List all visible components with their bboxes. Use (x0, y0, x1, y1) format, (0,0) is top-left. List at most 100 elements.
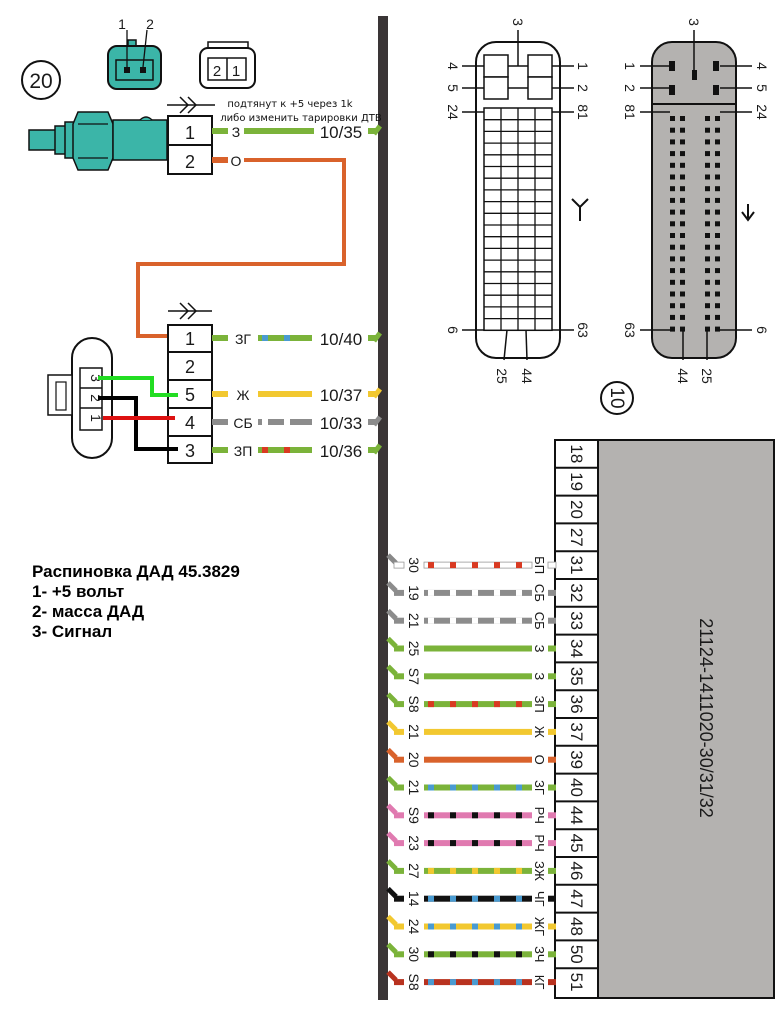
dad-pin-3: 3 (185, 441, 195, 461)
dad-pin4-color-code: СБ (233, 415, 252, 431)
pin-dot (715, 209, 720, 215)
left-view-label-top: 3 (510, 18, 526, 26)
wire-dad-pin3 (258, 447, 312, 453)
ecu-wire-44-splice: S9 (406, 807, 422, 824)
ecu-wire-bend (386, 831, 398, 843)
ecu-pin-37: 37 (567, 722, 586, 741)
wire-dad-pin5-stub (212, 391, 228, 397)
pin-dot (715, 268, 720, 274)
ecu-pin-34: 34 (567, 639, 586, 658)
ecu-wire-40-a (394, 784, 404, 791)
pin-dot (705, 326, 710, 332)
pin-dot (670, 256, 675, 262)
ecu-wire-35-a (394, 673, 404, 680)
sensor-20-pin-1: 1 (185, 123, 195, 143)
ecu-wire-31 (423, 561, 533, 569)
dad-pin1-color-code: ЗГ (235, 331, 251, 347)
ecu-wire-51-color-code: КГ (532, 975, 547, 990)
right-view-label-6: 6 (754, 326, 770, 334)
wire-dad-pin5-end (368, 391, 376, 397)
ecu-wire-45-a (394, 840, 404, 847)
sensor-20-group: 20 1 2 2 1 (21, 16, 382, 338)
wire-dad-pin4-stub (212, 419, 228, 425)
pin-dot (715, 279, 720, 285)
sensor-20-pin-2: 2 (185, 152, 195, 172)
ecu-body (597, 439, 775, 999)
pin-dot (670, 233, 675, 238)
ecu-wire-40-b (548, 784, 556, 791)
ecu-wire-36-splice: S8 (406, 696, 422, 713)
ecu-pin-47: 47 (567, 889, 586, 908)
sensor-20-pin2-color-code: О (231, 153, 242, 169)
ecu-wire-bend (386, 720, 398, 732)
sensor-20-plug-icon (107, 29, 162, 90)
dad-pin5-color-code: Ж (237, 387, 250, 403)
pin-dot (680, 162, 685, 168)
ecu-pin-36: 36 (567, 695, 586, 714)
ecu-wire-bend (386, 914, 398, 927)
pin-dot (715, 151, 720, 157)
pin-dot (680, 209, 685, 215)
pin-dot (670, 244, 675, 250)
ecu-wire-35-color-code: З (532, 672, 547, 680)
ecu-wire-46 (424, 867, 532, 874)
ecu-wire-36 (424, 701, 532, 708)
connector-10-pin-view (651, 41, 737, 359)
wire-dad-pin1 (258, 335, 312, 341)
pin-dot (670, 268, 675, 274)
ecu-wire-50-splice: 30 (406, 947, 422, 963)
ecu-wire-47-a (394, 895, 404, 902)
wire-dad-pin4-end (368, 419, 376, 425)
ecu-wire-44-a (394, 812, 404, 819)
pin-dot (715, 162, 720, 168)
connector-arrow-icon (168, 302, 212, 320)
ecu-pin-45: 45 (567, 834, 586, 853)
ecu-wire-48-a (394, 923, 404, 930)
pin-dot (715, 314, 720, 320)
pin-dot (680, 116, 685, 121)
wire-dad-bend (372, 387, 382, 399)
pin-dot (715, 244, 720, 250)
ecu-wire-bend (386, 886, 398, 899)
pin-dot (670, 197, 675, 203)
ecu-wire-50 (424, 951, 532, 958)
pin-dot (705, 314, 710, 320)
ecu-pin-46: 46 (567, 861, 586, 880)
ecu-wire-39-splice: 20 (406, 752, 422, 768)
ecu-pin-35: 35 (567, 667, 586, 686)
ecu-wire-bend (386, 692, 398, 704)
pin-dot (705, 197, 710, 203)
ecu-wire-bend (386, 803, 398, 816)
dad-pin-4: 4 (185, 413, 195, 433)
pin-dot (705, 279, 710, 285)
ecu-wire-36-a (394, 701, 404, 708)
pin-dot (705, 233, 710, 238)
ecu-pin-19: 19 (567, 472, 586, 491)
pin-dot (670, 326, 675, 332)
ecu-wire-47-color-code: ЧГ (532, 891, 547, 907)
ecu-wire-51 (424, 979, 532, 986)
ecu-wire-33-splice: 21 (406, 613, 422, 629)
ecu-wire-47-b (548, 895, 556, 902)
wire-sensor20-pin1 (212, 124, 382, 136)
ecu-wire-bend (386, 747, 398, 760)
ecu-pin-20: 20 (567, 500, 586, 519)
ecu-wire-46-splice: 27 (406, 863, 422, 879)
orientation-y-icon (571, 198, 589, 221)
wire-dad-pin4 (258, 419, 312, 425)
note-pullup: подтянут к +5 через 1k (227, 99, 352, 110)
ecu-wire-44-b (548, 812, 556, 819)
dad-pin-5: 5 (185, 385, 195, 405)
pin-dot (705, 186, 710, 192)
pin-dot (705, 209, 710, 215)
pin-dot (715, 291, 720, 297)
right-view-label-63: 63 (622, 322, 638, 338)
ecu-pin-33: 33 (567, 611, 586, 630)
dad-pin1-dest: 10/40 (320, 330, 363, 349)
ecu-part-number: 21124-1411020-30/31/32 (696, 618, 716, 818)
harness-trunk (378, 16, 388, 1000)
sensor-20-socket-icon (199, 41, 256, 89)
pin-dot (705, 221, 710, 227)
